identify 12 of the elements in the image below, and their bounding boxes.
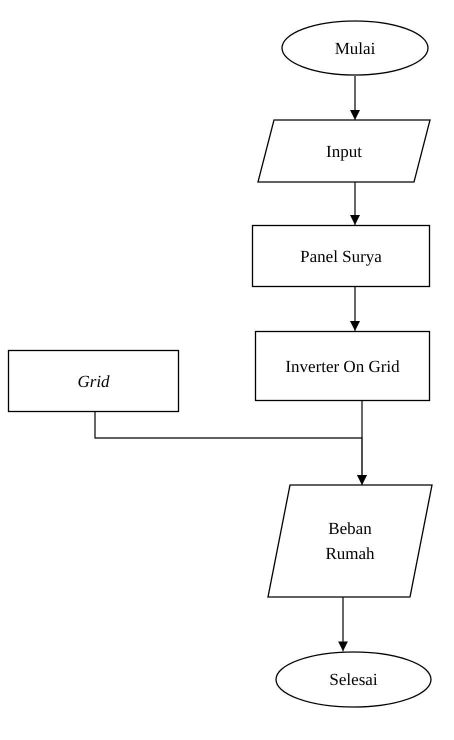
node-label: Mulai <box>334 38 376 60</box>
arrow <box>350 76 360 120</box>
arrow <box>350 287 360 331</box>
node-label: Grid <box>77 370 110 392</box>
node-label: Selesai <box>329 669 378 691</box>
node-label: Input <box>326 140 362 163</box>
node-label: Inverter On Grid <box>285 356 400 378</box>
node-label: Beban Rumah <box>324 518 376 565</box>
arrow <box>350 182 360 225</box>
arrow <box>94 412 367 485</box>
arrow <box>338 597 348 652</box>
node-label: Panel Surya <box>300 246 382 268</box>
